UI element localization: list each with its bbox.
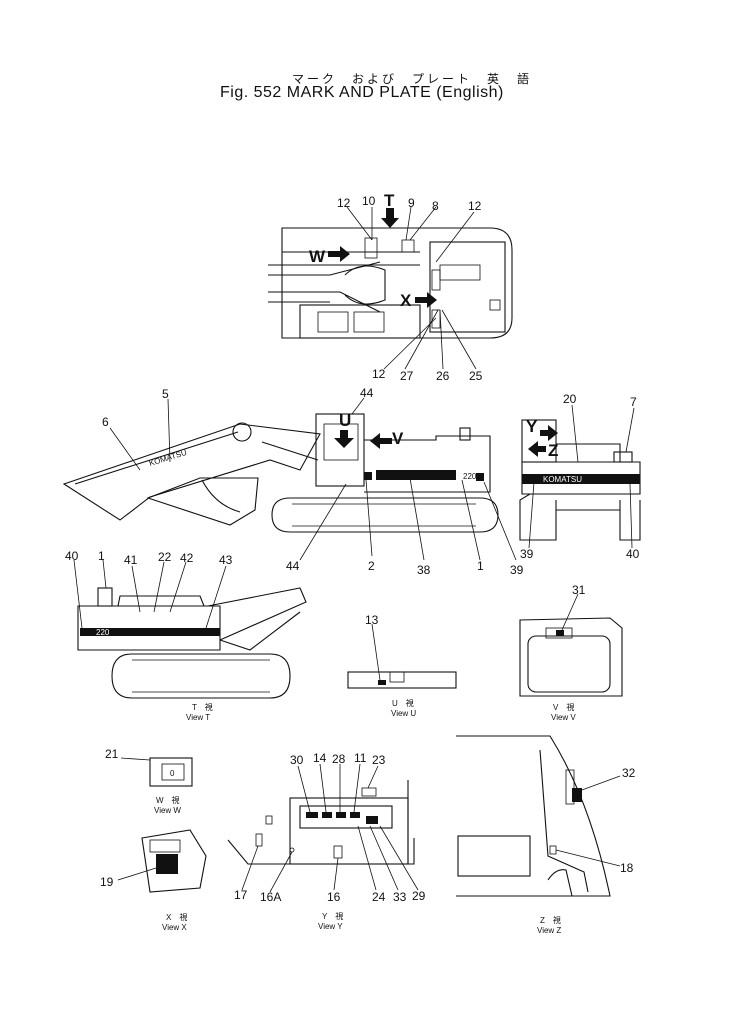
view-u-caption: View U	[391, 709, 416, 718]
view-v-drawing	[519, 593, 623, 697]
view-arrow-z: Z	[548, 441, 558, 460]
figure-title-japanese: マーク および プレート 英 語	[292, 72, 533, 86]
view-z-caption-jp: Z 視	[540, 916, 561, 925]
callout-27: 27	[400, 369, 414, 383]
callout-7: 7	[630, 395, 637, 409]
callout-16: 16	[327, 890, 341, 904]
callout-29: 29	[412, 889, 426, 903]
callout-2: 2	[368, 559, 375, 573]
view-y-drawing	[227, 780, 415, 865]
callout-25: 25	[469, 369, 483, 383]
callout-10: 10	[362, 194, 376, 208]
view-t-caption-jp: T 視	[192, 703, 213, 712]
callout-1-view-t: 1	[98, 549, 105, 563]
view-u-caption-jp: U 視	[392, 699, 414, 708]
view-x-drawing	[117, 829, 207, 893]
figure-title: Fig. 552 MARK AND PLATE (English)	[220, 84, 504, 101]
view-v-caption-jp: V 視	[553, 703, 574, 712]
komatsu-rear-decal: KOMATSU	[543, 475, 582, 484]
callout-44-top: 44	[360, 386, 374, 400]
view-v-caption: View V	[551, 713, 576, 722]
view-w-drawing: 0	[120, 757, 193, 787]
callout-18: 18	[620, 861, 634, 875]
top-view-drawing	[268, 208, 513, 339]
view-arrow-y: Y	[526, 417, 538, 436]
view-t-drawing: 220	[77, 587, 307, 699]
model-decal-view-t: 220	[96, 628, 110, 637]
callout-21: 21	[105, 747, 119, 761]
callout-5: 5	[162, 387, 169, 401]
callout-40-view-t: 40	[65, 549, 79, 563]
callout-31: 31	[572, 583, 586, 597]
callout-44-bottom: 44	[286, 559, 300, 573]
view-w-caption-jp: W 視	[156, 796, 180, 805]
callout-33: 33	[393, 890, 407, 904]
callout-6: 6	[102, 415, 109, 429]
callout-38: 38	[417, 563, 431, 577]
callout-12-top-left: 12	[337, 196, 351, 210]
view-arrow-w: W	[309, 247, 326, 266]
view-arrow-u: U	[339, 411, 351, 430]
callout-8: 8	[432, 199, 439, 213]
callout-39-rear: 39	[520, 547, 534, 561]
callout-40-rear: 40	[626, 547, 640, 561]
view-t-leader-lines	[73, 559, 227, 629]
callout-11: 11	[354, 751, 367, 765]
side-view-leader-lines	[109, 397, 517, 561]
view-z-caption: View Z	[537, 926, 561, 935]
callout-30: 30	[290, 753, 304, 767]
side-view-drawing: KOMATSU 220	[62, 413, 499, 533]
view-w-caption: View W	[154, 806, 181, 815]
callout-20: 20	[563, 392, 577, 406]
callout-24: 24	[372, 890, 386, 904]
callout-22: 22	[158, 550, 172, 564]
callout-42: 42	[180, 551, 194, 565]
view-y-leader-lines	[241, 763, 419, 893]
view-w-plate-text: 0	[170, 769, 175, 778]
callout-12-bottom: 12	[372, 367, 386, 381]
callout-1-side: 1	[477, 559, 484, 573]
callout-12-top-right: 12	[468, 199, 482, 213]
view-y-caption-jp: Y 視	[322, 912, 343, 921]
callout-32: 32	[622, 766, 636, 780]
rear-view-leader-lines	[528, 404, 635, 549]
callout-39-side: 39	[510, 563, 524, 577]
top-view-leader-lines	[346, 206, 477, 370]
callout-23: 23	[372, 753, 386, 767]
view-z-drawing	[456, 735, 621, 897]
callout-28: 28	[332, 752, 346, 766]
callout-13: 13	[365, 613, 379, 627]
callout-26: 26	[436, 369, 450, 383]
view-arrow-x: X	[400, 291, 412, 310]
model-decal-side: 220	[463, 472, 477, 481]
view-y-caption: View Y	[318, 922, 343, 931]
view-u-drawing	[347, 623, 457, 689]
callout-19: 19	[100, 875, 114, 889]
callout-41: 41	[124, 553, 138, 567]
callout-14: 14	[313, 751, 327, 765]
callout-16a: 16A	[260, 890, 281, 904]
view-t-caption: View T	[186, 713, 210, 722]
view-x-caption: View X	[162, 923, 187, 932]
komatsu-boom-decal: KOMATSU	[148, 448, 188, 468]
view-x-caption-jp: X 視	[166, 913, 187, 922]
view-arrow-t: T	[384, 191, 395, 210]
callout-17: 17	[234, 888, 248, 902]
view-arrow-v: V	[392, 429, 404, 448]
callout-43: 43	[219, 553, 233, 567]
callout-9: 9	[408, 196, 415, 210]
rear-view-drawing: KOMATSU	[519, 419, 641, 541]
